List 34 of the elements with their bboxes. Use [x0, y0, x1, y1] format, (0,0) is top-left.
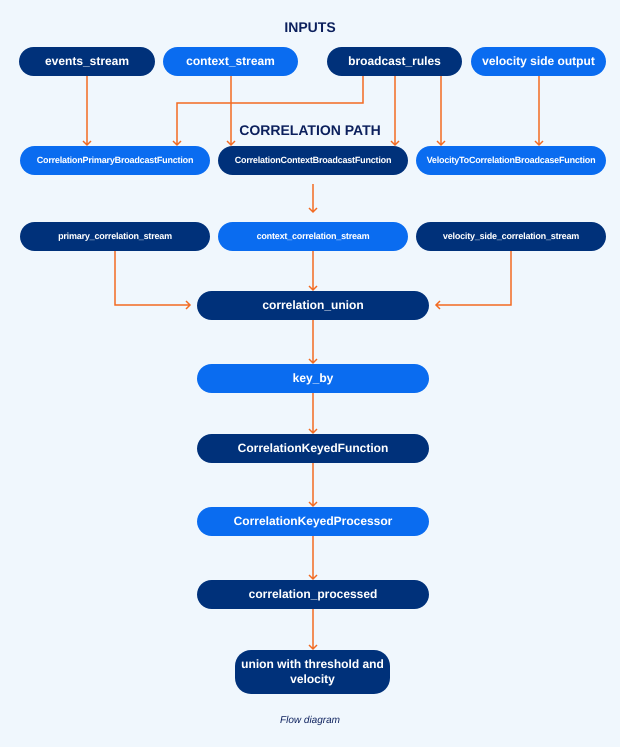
arrow: [308, 393, 318, 434]
section-heading: CORRELATION PATH: [238, 121, 382, 140]
caption: Flow diagram: [278, 714, 342, 728]
arrow: [435, 251, 512, 310]
process-pill: context_correlation_stream: [218, 222, 408, 251]
process-pill: CorrelationKeyedProcessor: [197, 507, 429, 536]
process-pill: key_by: [197, 364, 429, 393]
heading: INPUTS: [283, 18, 337, 37]
process-pill: VelocityToCorrelationBroadcaseFunction: [416, 146, 606, 175]
process-pill: CorrelationKeyedFunction: [197, 434, 429, 463]
process-pill: context_stream: [163, 47, 298, 76]
arrow: [308, 463, 318, 507]
process-pill: union with threshold and velocity: [235, 650, 390, 694]
process-pill: primary_correlation_stream: [20, 222, 210, 251]
arrow: [436, 76, 446, 146]
arrow: [308, 320, 318, 364]
process-pill: velocity_side_correlation_stream: [416, 222, 606, 251]
arrow: [226, 76, 236, 146]
arrow: [308, 251, 318, 291]
arrow: [82, 76, 92, 146]
arrow: [308, 609, 318, 650]
arrow: [172, 76, 364, 146]
process-pill: CorrelationPrimaryBroadcastFunction: [20, 146, 210, 175]
arrow: [390, 76, 400, 146]
process-pill: correlation_union: [197, 291, 429, 320]
process-pill: correlation_processed: [197, 580, 429, 609]
process-pill: CorrelationContextBroadcastFunction: [218, 146, 408, 175]
process-pill: broadcast_rules: [327, 47, 462, 76]
arrow: [114, 251, 191, 310]
arrow: [534, 76, 544, 146]
arrow: [308, 536, 318, 580]
arrow: [308, 184, 318, 213]
process-pill: velocity side output: [471, 47, 606, 76]
process-pill: events_stream: [19, 47, 155, 76]
